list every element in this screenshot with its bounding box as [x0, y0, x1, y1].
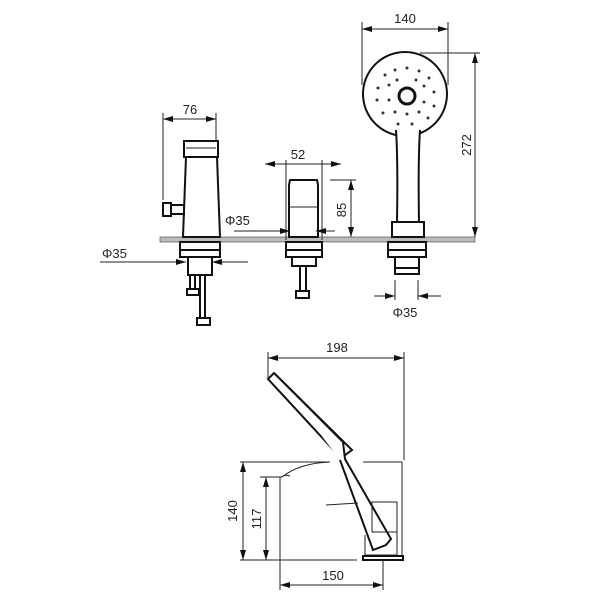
mixer-front — [285, 179, 323, 299]
dim-mixer-width: 52 — [291, 147, 305, 162]
bath-filler-front — [162, 140, 222, 326]
dim-mixer-diameter: Φ35 — [225, 213, 250, 228]
side-view — [240, 371, 404, 561]
dim-bath-filler-diameter: Φ35 — [102, 246, 127, 261]
dim-side-depth: 198 — [326, 340, 348, 355]
dim-shower-total-height: 272 — [459, 134, 474, 156]
dim-shower-diameter: Φ35 — [393, 305, 418, 320]
hand-shower-front — [362, 51, 448, 275]
dim-spout-height: 117 — [249, 509, 264, 530]
dim-bath-filler-width: 76 — [183, 102, 197, 117]
dim-spout-reach: 150 — [322, 568, 344, 583]
dim-shower-head-width: 140 — [394, 11, 416, 26]
dim-mixer-height: 85 — [334, 203, 349, 217]
dim-side-height: 140 — [225, 500, 240, 522]
